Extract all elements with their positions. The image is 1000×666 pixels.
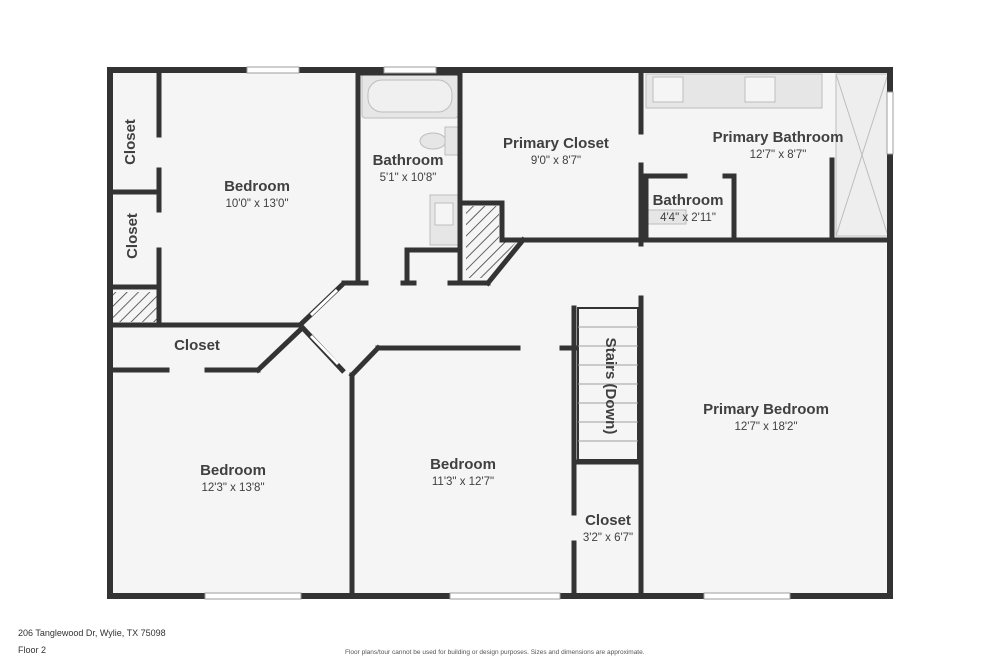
label-small-bathroom: Bathroom (653, 192, 724, 209)
hall-angle-openings (309, 288, 340, 366)
label-primary-closet: Primary Closet (503, 135, 609, 152)
sink-left (652, 76, 684, 103)
label-bathroom: Bathroom (373, 152, 444, 169)
window-bathroom (383, 66, 437, 74)
dims-bedroom-nw: 10'0" x 13'0" (225, 198, 288, 210)
chase-hatch-center (466, 206, 516, 278)
openings (204, 66, 894, 600)
label-bedroom-nw: Bedroom (224, 178, 290, 195)
dims-bathroom: 5'1" x 10'8" (380, 172, 437, 184)
label-closet-middle: Closet (124, 213, 141, 259)
toilet-tank (444, 126, 459, 156)
toilet (419, 132, 447, 150)
label-bedroom-sw: Bedroom (200, 462, 266, 479)
floor-area (110, 70, 890, 596)
address-text: 206 Tanglewood Dr, Wylie, TX 75098 (18, 628, 166, 638)
shower-lines (835, 73, 889, 237)
label-stairs: Stairs (Down) (602, 338, 619, 435)
room-labels: Closet Closet Bedroom 10'0" x 13'0" Bath… (122, 119, 843, 544)
label-closet-hall: Closet (174, 337, 220, 354)
label-closet-upper: Closet (122, 119, 139, 165)
floor-label: Floor 2 (18, 645, 47, 655)
window-bedroom-s (449, 592, 561, 600)
window-primary-bedroom (703, 592, 791, 600)
label-closet-small: Closet (585, 512, 631, 529)
sink-right (744, 76, 776, 103)
dims-bedroom-s: 11'3" x 12'7" (432, 476, 494, 488)
label-bedroom-s: Bedroom (430, 456, 496, 473)
label-primary-bedroom: Primary Bedroom (703, 401, 829, 418)
dims-small-bathroom: 4'4" x 2'11" (660, 212, 716, 224)
chase-hatch-left (113, 292, 157, 322)
bathtub-basin (367, 79, 453, 113)
sink-square (434, 202, 454, 226)
label-primary-bathroom: Primary Bathroom (713, 129, 844, 146)
window-bedroom-sw (204, 592, 302, 600)
dims-primary-closet: 9'0" x 8'7" (531, 155, 581, 167)
dims-closet-small: 3'2" x 6'7" (583, 532, 633, 544)
stairs (577, 307, 639, 461)
window-bedroom-nw (246, 66, 300, 74)
window-primary-bath (886, 91, 894, 155)
dims-primary-bedroom: 12'7" x 18'2" (734, 421, 797, 433)
disclaimer-text: Floor plans/tour cannot be used for buil… (345, 649, 645, 656)
dims-primary-bathroom: 12'7" x 8'7" (750, 149, 807, 161)
dims-bedroom-sw: 12'3" x 13'8" (201, 482, 264, 494)
